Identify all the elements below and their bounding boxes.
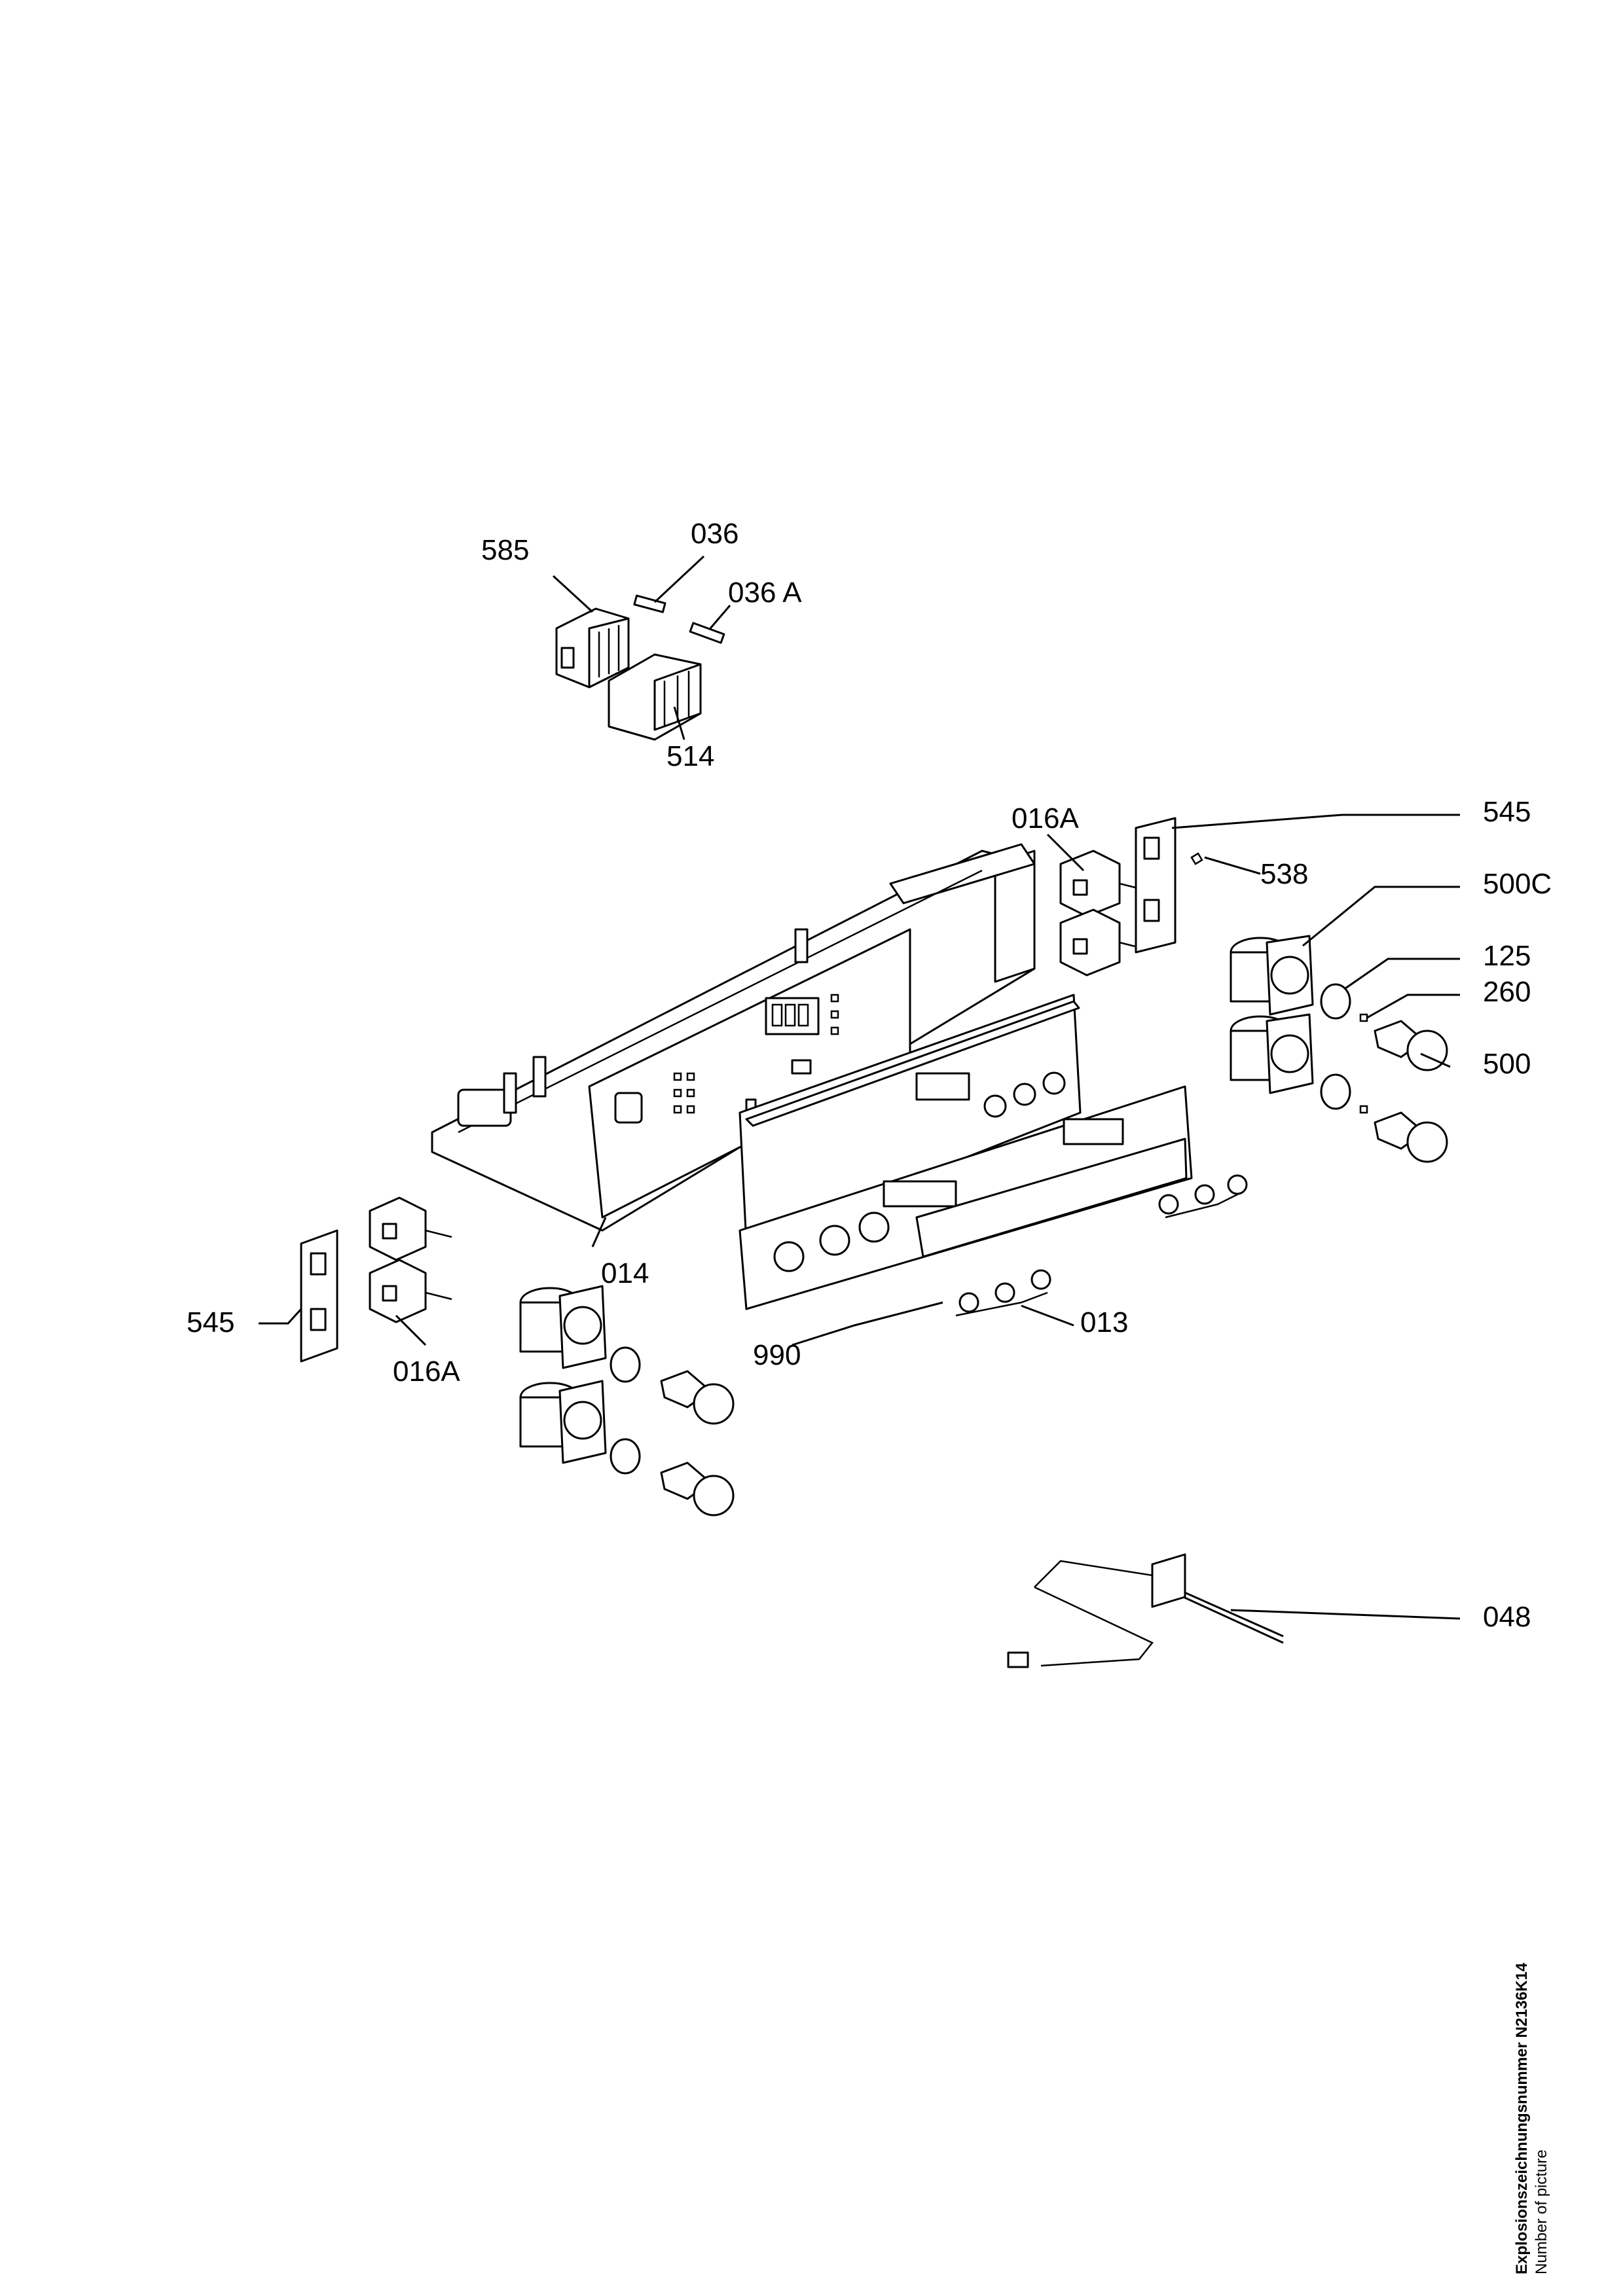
temperature-probe-048 (1007, 1553, 1284, 1668)
callout-500: 500 (1483, 1048, 1531, 1080)
switch-016a-left-upper (369, 1196, 452, 1261)
callout-048: 048 (1483, 1601, 1531, 1633)
callout-514: 514 (666, 740, 714, 772)
callout-013: 013 (1080, 1306, 1128, 1338)
callout-036a: 036 A (728, 577, 802, 609)
switch-016a-right-lower (1059, 908, 1146, 977)
thermostat-left-lower (519, 1380, 607, 1464)
callout-545-right: 545 (1483, 796, 1531, 828)
drawing-number-caption: Explosionszeichnungsnummer N2136K14 Numb… (1512, 1963, 1552, 2274)
callout-990: 990 (753, 1339, 801, 1371)
rings-left (610, 1346, 641, 1475)
callout-014: 014 (601, 1257, 649, 1289)
thermostat-left-upper (519, 1285, 607, 1369)
connector-block-585 (555, 607, 630, 689)
callout-036: 036 (691, 518, 739, 550)
number-of-picture-label: Number of picture (1533, 2149, 1550, 2274)
callout-125: 125 (1483, 940, 1531, 972)
callout-585: 585 (481, 534, 529, 566)
knobs-left (660, 1370, 735, 1516)
thermostat-500c-lower (1230, 1013, 1314, 1094)
drawing-number-label: Explosionszeichnungsnummer N2136K14 (1513, 1962, 1531, 2274)
thermostat-500c-upper (1230, 935, 1314, 1016)
leader-lines (259, 555, 1461, 1620)
circuit-board-545-left (300, 1229, 338, 1363)
spring-538 (1190, 852, 1203, 865)
switch-016a-left-lower (369, 1259, 452, 1323)
terminal-036 (633, 594, 666, 613)
callout-260: 260 (1483, 976, 1531, 1008)
callout-538: 538 (1260, 858, 1308, 890)
fascia-panel-990 (739, 1085, 1193, 1310)
callout-016a-left: 016A (393, 1355, 460, 1388)
ring-125 (1320, 983, 1351, 1110)
light-switch-013-right (1158, 1174, 1248, 1219)
terminal-036a (689, 622, 725, 644)
circuit-board-545-right (1135, 817, 1176, 954)
light-switch-013-left (955, 1269, 1051, 1317)
front-frame (739, 994, 1082, 1245)
callout-545-left: 545 (187, 1306, 234, 1338)
callout-500c: 500C (1483, 868, 1552, 900)
callout-016a-right: 016A (1012, 802, 1079, 834)
spring-260 (1359, 1013, 1368, 1114)
knob-500-right (1374, 1020, 1448, 1163)
